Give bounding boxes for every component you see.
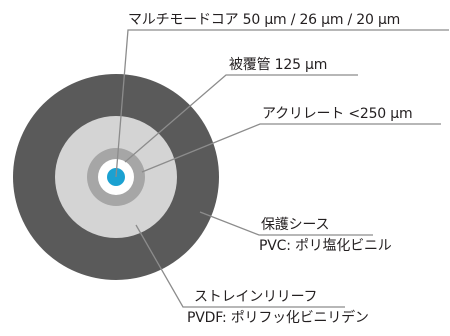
cladding-leader-line [124, 74, 358, 163]
core-label: マルチモードコア 50 µm / 26 µm / 20 µm [128, 12, 401, 28]
strain-relief-leader-line [135, 224, 345, 308]
coating-leader-line [141, 123, 441, 173]
jacket-material-label: PVC: ポリ塩化ビニル [259, 238, 392, 254]
jacket-leader-line [199, 211, 373, 236]
strain-relief-name-label: ストレインリリーフ [194, 289, 318, 305]
core-leader-line [115, 29, 449, 178]
jacket-name-label: 保護シース [261, 217, 330, 233]
coating-label: アクリレート <250 µm [262, 106, 413, 122]
strain-relief-material-label: PVDF: ポリフッ化ビニリデン [187, 310, 369, 326]
cladding-label: 被覆管 125 µm [229, 57, 328, 73]
